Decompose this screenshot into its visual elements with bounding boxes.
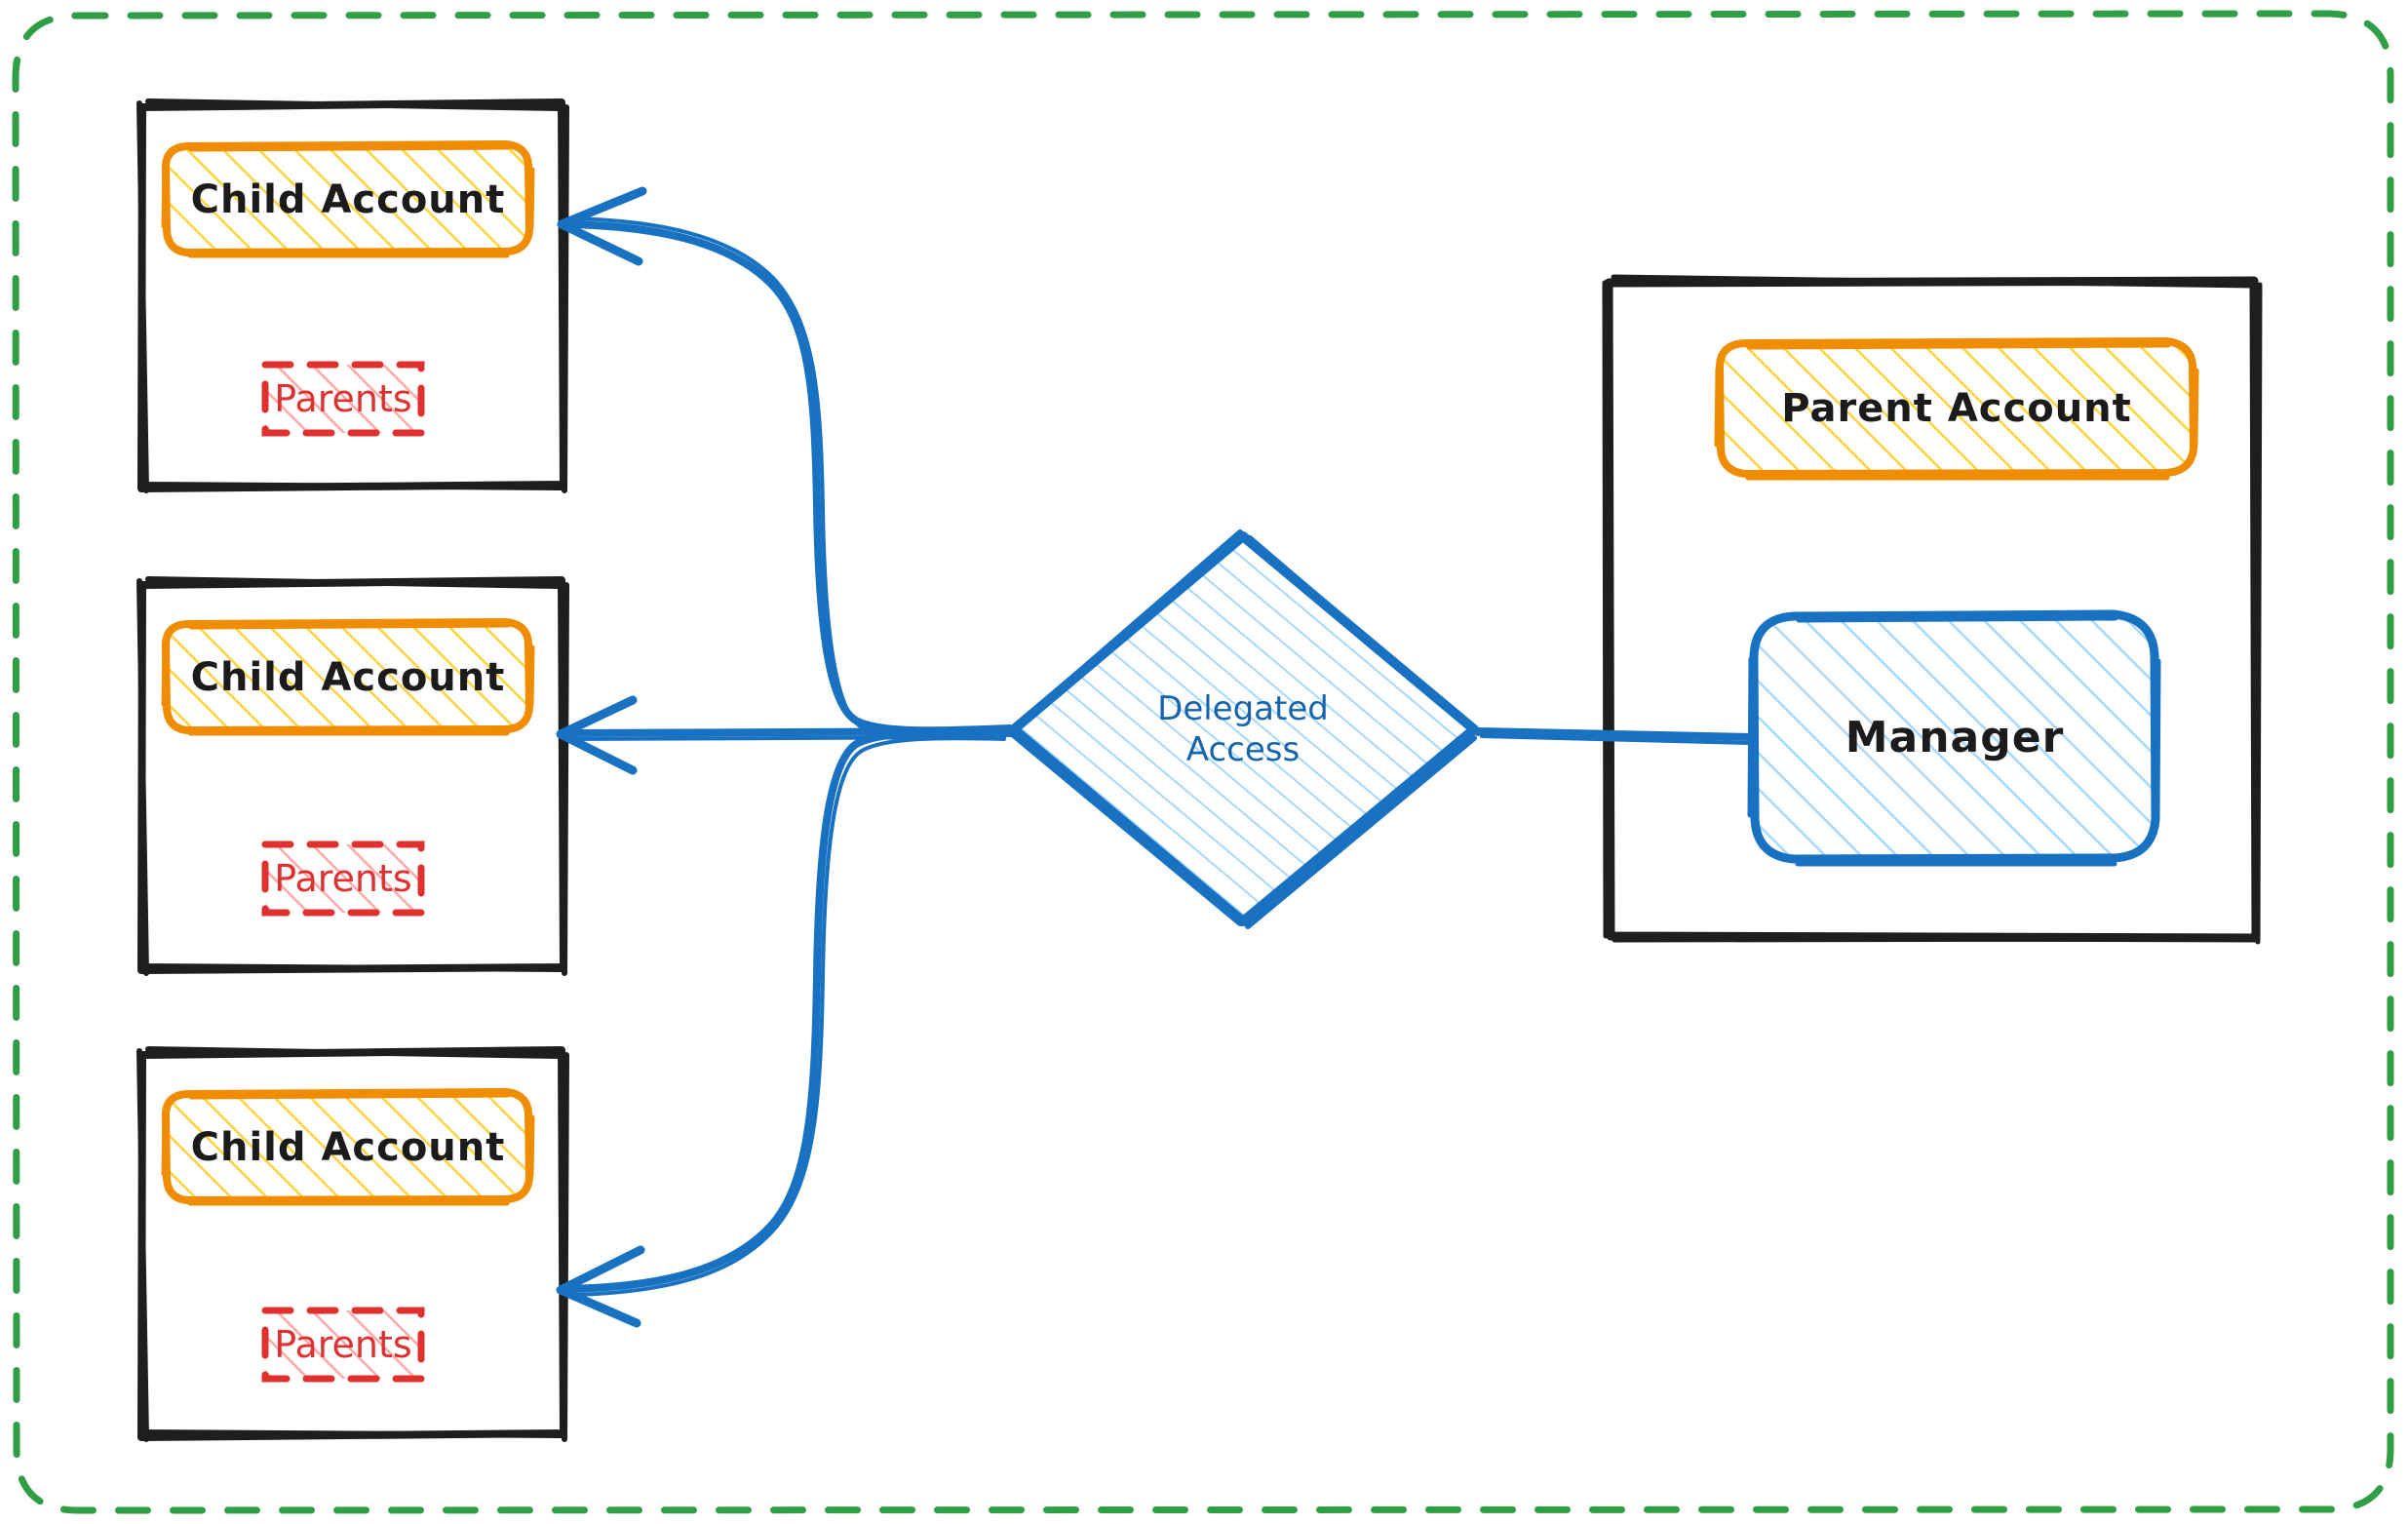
- child-account-1[interactable]: [136, 98, 569, 493]
- manager-chip[interactable]: [1747, 609, 2161, 867]
- child-account-3[interactable]: [136, 1046, 569, 1442]
- child-account-2[interactable]: [136, 576, 569, 976]
- organization-boundary: [12, 10, 2394, 1514]
- connector-delegated-access-to-child-3: [556, 728, 1014, 1328]
- parent-account-container[interactable]: [1602, 274, 2263, 945]
- connectors-layer: [556, 186, 1756, 1328]
- connector-manager-to-delegated-access: [1474, 727, 1756, 745]
- connector-delegated-access-to-child-1: [557, 186, 1014, 739]
- delegated-access-diamond[interactable]: [1007, 529, 1481, 929]
- parent-account-chip[interactable]: [1714, 337, 2199, 481]
